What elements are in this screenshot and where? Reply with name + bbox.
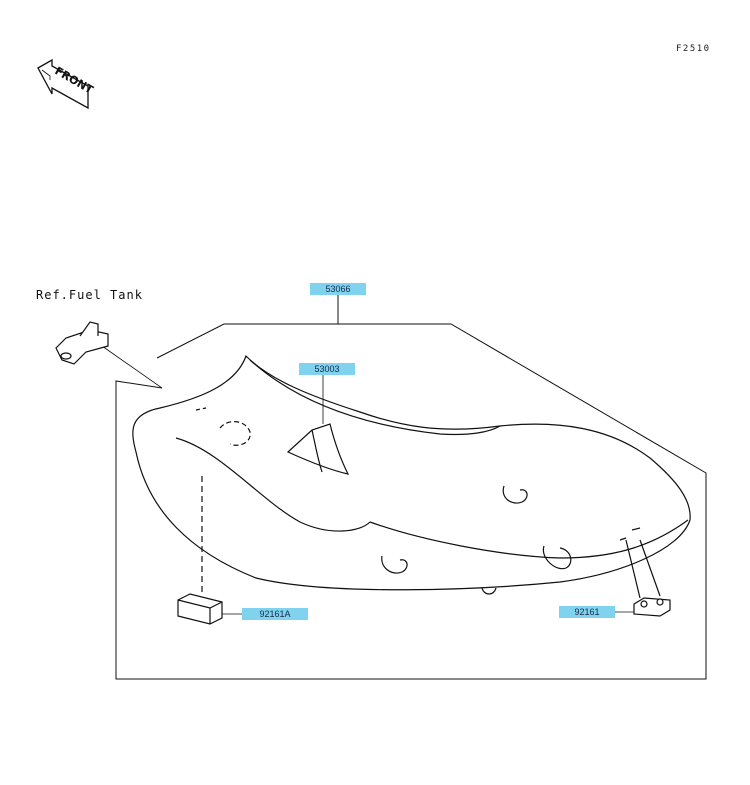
ref-fuel-tank-label: Ref.Fuel Tank <box>36 288 143 302</box>
callout-53003[interactable]: 53003 <box>299 363 355 375</box>
damper-left-part <box>177 476 223 625</box>
figure-code: F2510 <box>676 44 711 54</box>
leader-lines <box>101 345 636 615</box>
seat-pad-part <box>286 423 350 475</box>
damper-right-part <box>625 539 671 617</box>
diagram-frame <box>115 295 707 680</box>
callout-92161A[interactable]: 92161A <box>242 608 308 620</box>
seat-illustration <box>132 354 691 595</box>
callout-53066[interactable]: 53066 <box>310 283 366 295</box>
front-arrow-icon: FRONT <box>37 58 96 110</box>
callout-92161[interactable]: 92161 <box>559 606 615 618</box>
fuel-tank-bracket-icon <box>55 321 109 365</box>
